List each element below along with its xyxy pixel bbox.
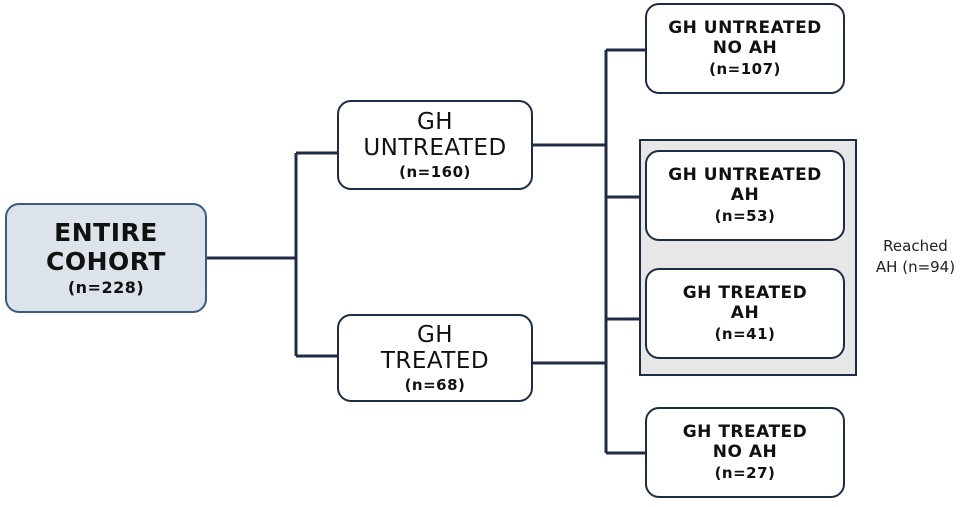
- node-gh-treated-ah: GH TREATED AH (n=41): [645, 268, 845, 359]
- node-gh-untreated-ah: GH UNTREATED AH (n=53): [645, 150, 845, 241]
- node-gh-untreated-line2: UNTREATED: [363, 135, 507, 161]
- node-gh-treated-line1: GH: [416, 321, 454, 348]
- node-entire-cohort-line2: COHORT: [46, 246, 166, 276]
- node-gh-untreated-no-ah-line1: GH UNTREATED: [668, 17, 822, 38]
- node-gh-treated-no-ah: GH TREATED NO AH (n=27): [645, 407, 845, 498]
- node-gh-treated-count: (n=68): [404, 376, 466, 395]
- node-gh-untreated-line1: GH: [416, 108, 454, 135]
- node-gh-treated-ah-count: (n=41): [714, 325, 776, 344]
- node-gh-treated-ah-line2: AH: [730, 302, 760, 323]
- node-entire-cohort-line1: ENTIRE: [54, 217, 158, 247]
- node-gh-untreated-ah-line1: GH UNTREATED: [668, 164, 822, 185]
- node-gh-untreated-no-ah-line2: NO AH: [712, 37, 778, 58]
- node-gh-untreated-no-ah: GH UNTREATED NO AH (n=107): [645, 3, 845, 94]
- reached-ah-label-line1: Reached: [883, 237, 948, 255]
- node-gh-treated-line2: TREATED: [380, 348, 490, 374]
- node-entire-cohort-count: (n=228): [67, 278, 145, 298]
- node-gh-untreated-no-ah-count: (n=107): [709, 60, 781, 79]
- node-entire-cohort: ENTIRE COHORT (n=228): [5, 203, 207, 313]
- node-gh-untreated: GH UNTREATED (n=160): [337, 100, 533, 190]
- node-gh-treated-no-ah-line1: GH TREATED: [682, 421, 808, 442]
- node-gh-untreated-ah-line2: AH: [730, 184, 760, 205]
- node-gh-treated-no-ah-line2: NO AH: [712, 441, 778, 462]
- node-gh-untreated-ah-count: (n=53): [714, 207, 776, 226]
- reached-ah-label-line2: AH (n=94): [875, 258, 956, 276]
- reached-ah-label: Reached AH (n=94): [862, 236, 969, 278]
- node-gh-treated-ah-line1: GH TREATED: [682, 282, 808, 303]
- node-gh-treated-no-ah-count: (n=27): [714, 464, 776, 483]
- node-gh-untreated-count: (n=160): [399, 163, 471, 182]
- node-gh-treated: GH TREATED (n=68): [337, 314, 533, 402]
